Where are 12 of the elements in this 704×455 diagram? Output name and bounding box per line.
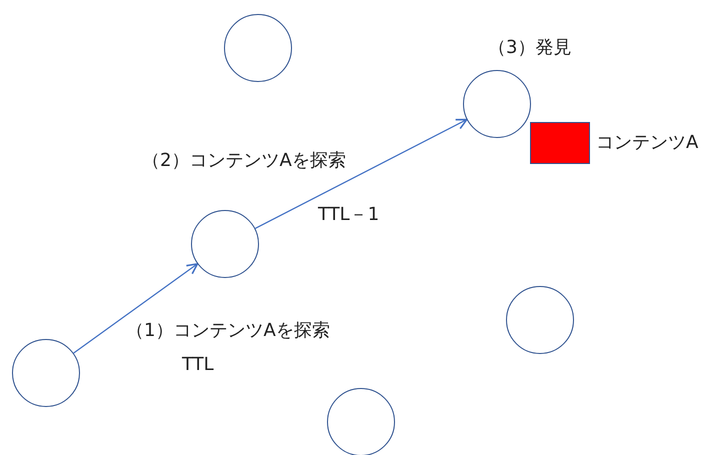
circle-node [12, 339, 80, 407]
circle-node [224, 14, 292, 82]
circle-node [506, 286, 574, 354]
circle-node [191, 210, 259, 278]
content-block [530, 122, 590, 164]
arrow [254, 118, 468, 229]
node-caption: コンテンツA [596, 131, 698, 155]
edge-label: （1）コンテンツAを探索 TTL [126, 319, 331, 377]
node-caption: （3）発見 [488, 36, 572, 60]
circle-node [327, 388, 395, 455]
arrow [73, 263, 198, 354]
edge-label: （2）コンテンツAを探索 TTL－1 [142, 149, 380, 227]
